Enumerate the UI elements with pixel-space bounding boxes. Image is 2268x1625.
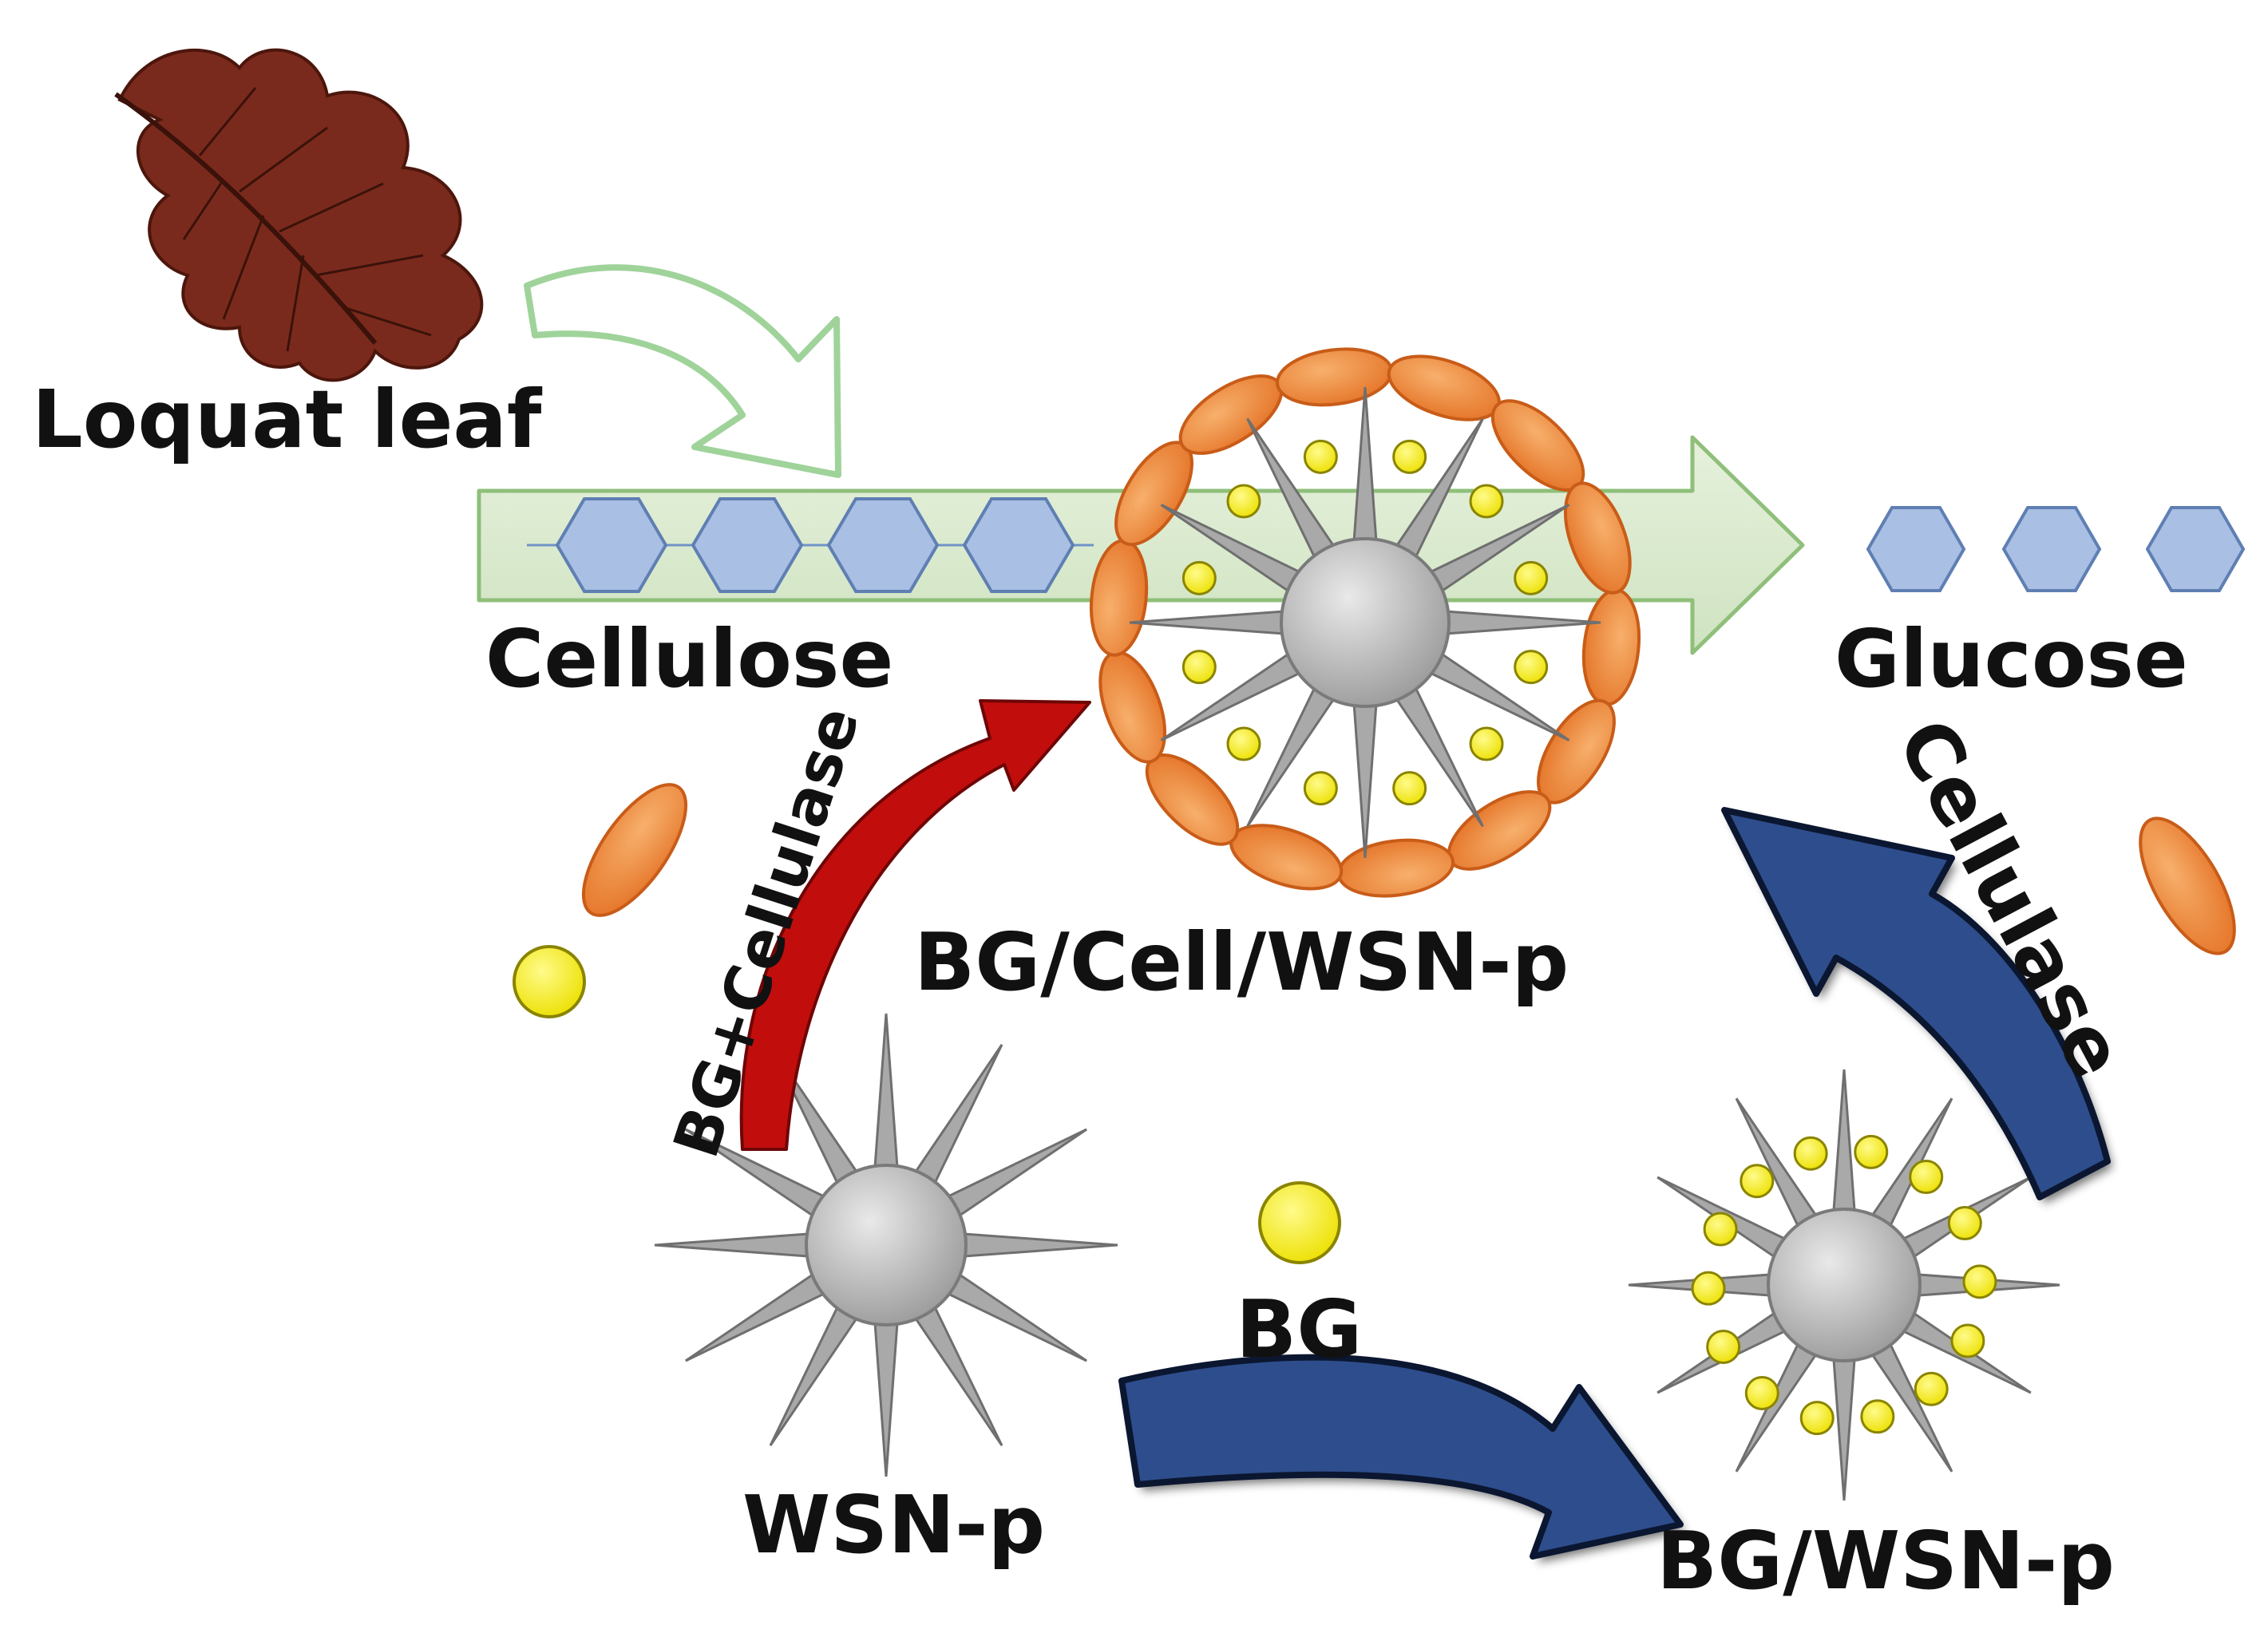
- spike: [1831, 1069, 1858, 1233]
- bg-wsn-particle: [1628, 1069, 2060, 1501]
- cellulase-ellipse-icon: [581, 783, 688, 917]
- process-arrow: [477, 435, 1805, 655]
- bg-dot-icon: [1793, 1136, 1828, 1171]
- particle-core: [1280, 537, 1451, 708]
- cellulase-ellipse-icon: [1564, 481, 1632, 595]
- bg-dot-icon: [1914, 1371, 1949, 1406]
- glucose-units: [1866, 506, 2246, 592]
- bg-cell-wsn-label: BG/Cell/WSN-p: [914, 915, 1569, 1009]
- bg-dot-icon: [1799, 1401, 1835, 1436]
- bg-dot-icon: [1860, 1399, 1895, 1434]
- glucose-label: Glucose: [1835, 612, 2188, 706]
- cellulase-ellipse-icon: [1275, 347, 1394, 407]
- bg-dot-icon: [1469, 726, 1504, 761]
- bg-dot-icon: [1181, 560, 1217, 595]
- hexagon-icon: [962, 497, 1075, 593]
- cellulase-ellipse-icon: [2139, 816, 2236, 955]
- cellulase-ellipse-icon: [1336, 838, 1455, 898]
- bg-dot-icon: [1226, 484, 1261, 519]
- wsn-particle: [654, 1013, 1118, 1477]
- bg-dot-icon: [1303, 771, 1338, 806]
- cellulase-ellipse-icon: [1229, 824, 1344, 891]
- spike: [940, 1231, 1118, 1259]
- bg-dot-icon: [1392, 771, 1427, 806]
- blue-arrow-bg: [1118, 1354, 1685, 1563]
- spike: [872, 1299, 900, 1477]
- blue-arrow-cellulase: [1721, 807, 2112, 1204]
- cellulose-label: Cellulose: [485, 612, 893, 706]
- hexagon-icon: [555, 497, 668, 593]
- bg-dot-icon: [1392, 439, 1427, 474]
- red-arrow: [739, 699, 1091, 1151]
- bg-dot-icon: [1226, 726, 1261, 761]
- hexagon-icon: [2145, 506, 2246, 592]
- spike: [654, 1231, 832, 1259]
- bg-label: BG: [1236, 1283, 1362, 1376]
- bg-dot-icon: [1740, 1164, 1775, 1199]
- spike: [872, 1013, 900, 1191]
- bg-dot-icon: [1854, 1134, 1889, 1169]
- bg-dot-icon: [1514, 650, 1549, 685]
- particle-core: [805, 1164, 968, 1326]
- bg-wsn-p-label: BG/WSN-p: [1656, 1514, 2115, 1607]
- bg-dot-icon: [1514, 560, 1549, 595]
- bg-dot-icon: [1703, 1212, 1738, 1247]
- wsn-p-label: WSN-p: [742, 1478, 1045, 1572]
- bg-dot-icon: [513, 945, 586, 1018]
- spike: [1831, 1337, 1858, 1501]
- bg-dot-icon: [1181, 650, 1217, 685]
- bg-dot-icon: [1469, 484, 1504, 519]
- bg-cell-wsn-particle: [1089, 347, 1641, 898]
- bg-dot-icon: [1909, 1160, 1944, 1195]
- loquat-leaf-icon: [114, 48, 484, 382]
- bg-dot-icon: [1691, 1271, 1726, 1306]
- particle-core: [1767, 1208, 1922, 1362]
- cellulose-chain: [555, 497, 1075, 593]
- cellulase-ellipse-icon: [1098, 650, 1166, 764]
- bg-dot-icon: [1947, 1206, 1982, 1241]
- hexagon-icon: [2001, 506, 2102, 592]
- bg-dot-icon: [1303, 439, 1338, 474]
- bg-dot-icon: [1744, 1375, 1779, 1410]
- leaf-to-cellulose-arrow: [524, 264, 841, 478]
- bg-dot-icon: [1706, 1329, 1741, 1364]
- bg-dot-icon: [1258, 1181, 1341, 1264]
- bg-dot-icon: [1962, 1264, 1997, 1299]
- hexagon-icon: [826, 497, 940, 593]
- hexagon-icon: [1866, 506, 1966, 592]
- bg-dot-icon: [1950, 1323, 1985, 1358]
- loquat-leaf-label: Loquat leaf: [32, 373, 543, 466]
- cellulase-ellipse-icon: [1581, 588, 1641, 706]
- hexagon-icon: [691, 497, 804, 593]
- cellulase-ellipse-icon: [1387, 354, 1501, 421]
